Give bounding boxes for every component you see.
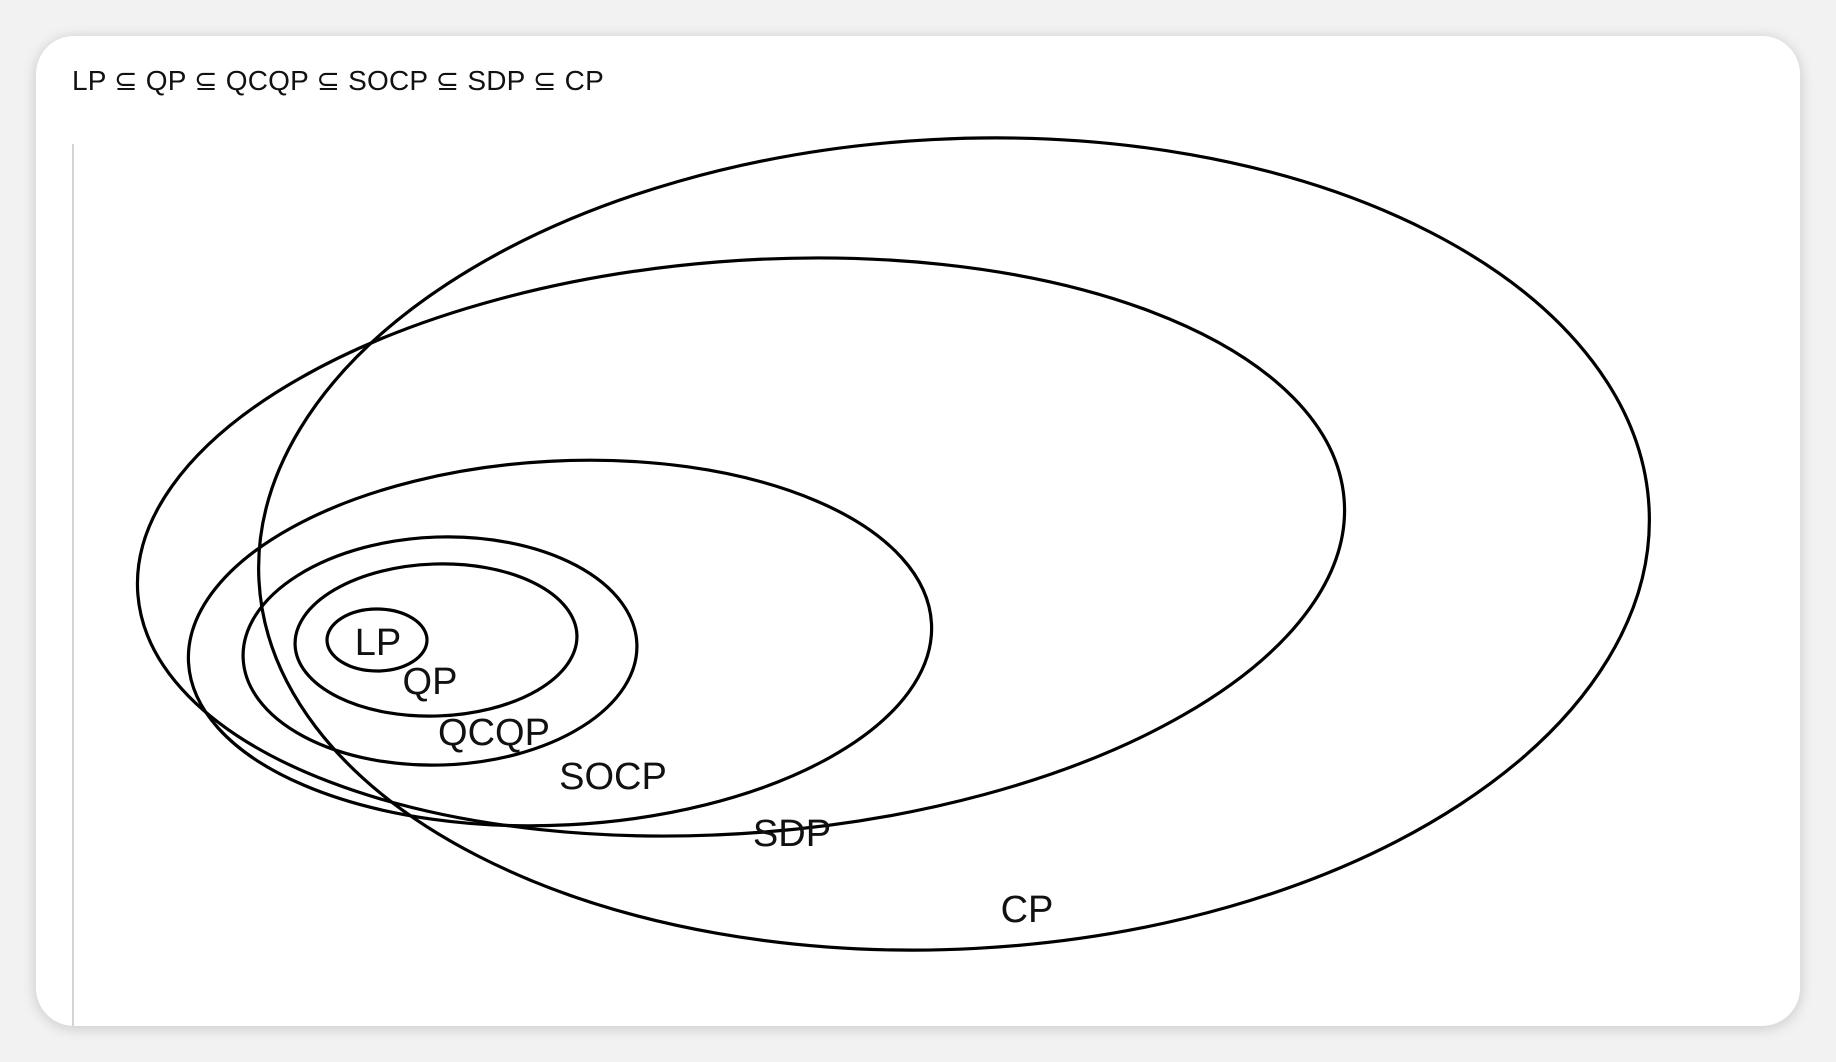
set-label-sdp: SDP [753,813,831,855]
set-ellipse-lp [325,607,429,673]
set-ellipse-qcqp [241,535,639,767]
nested-sets-diagram: LP QP QCQP SOCP SDP CP [135,136,1651,952]
set-ellipse-socp [186,458,934,828]
set-ellipse-sdp [135,256,1347,838]
set-label-qcqp: QCQP [438,712,550,754]
set-ellipse-cp [257,136,1651,952]
set-ellipse-qp [293,562,579,718]
inclusion-formula: LP ⊆ QP ⊆ QCQP ⊆ SOCP ⊆ SDP ⊆ CP [72,65,604,96]
set-label-lp: LP [355,622,401,664]
set-label-socp: SOCP [559,756,667,798]
diagram-card: LP ⊆ QP ⊆ QCQP ⊆ SOCP ⊆ SDP ⊆ CP LP QP Q… [36,36,1800,1026]
left-border-rule [72,144,74,1026]
set-label-qp: QP [403,661,458,703]
set-label-cp: CP [1001,889,1054,931]
